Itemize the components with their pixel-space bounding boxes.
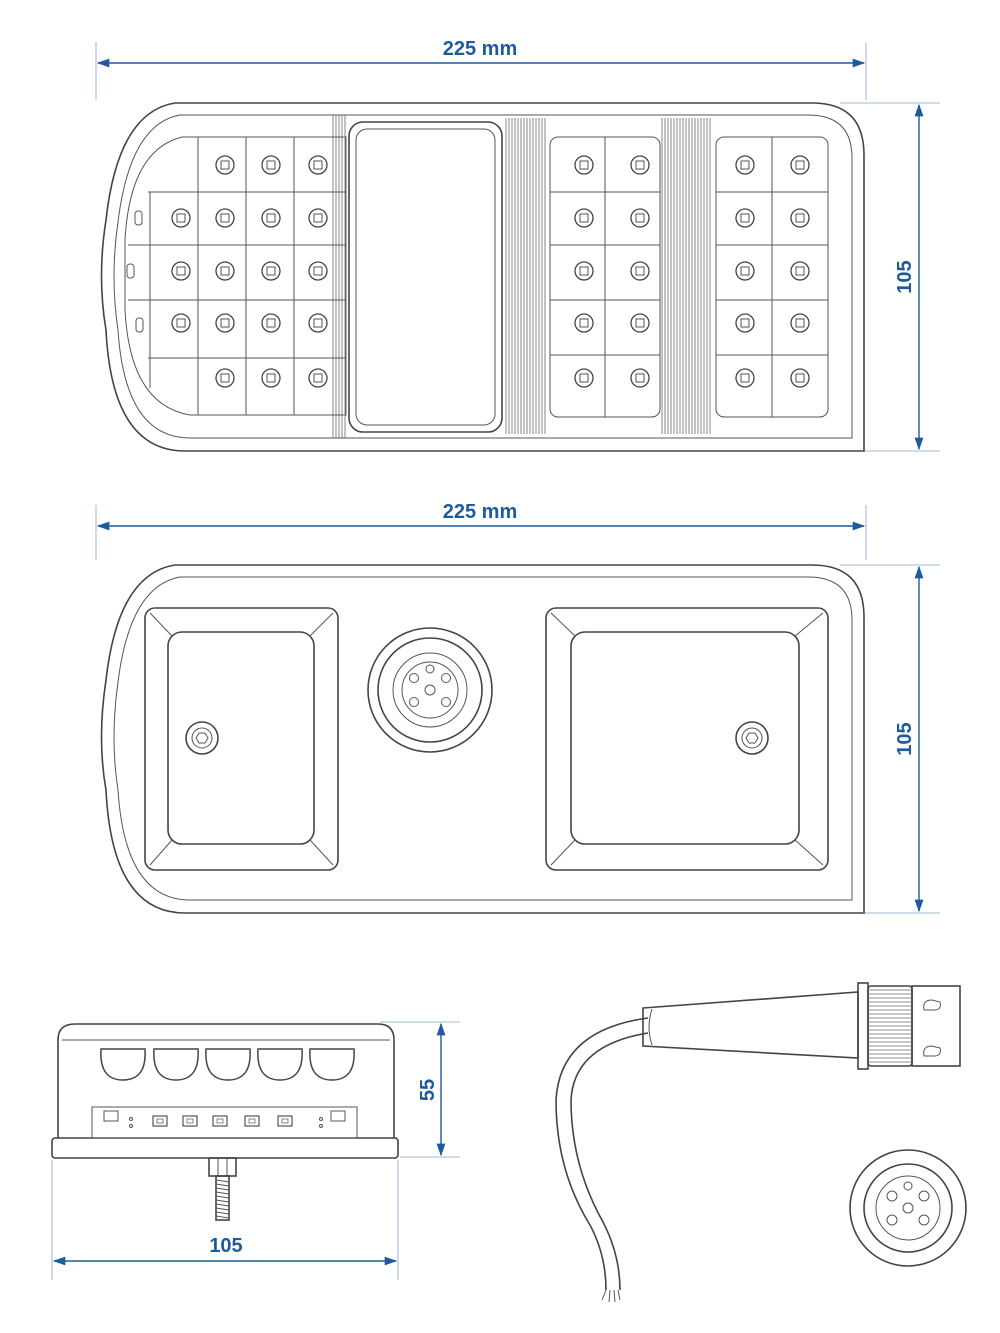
back-height-label: 105 — [894, 722, 916, 755]
left-mounting-pocket — [144, 607, 339, 871]
right-led-array — [735, 155, 810, 388]
led-lamp-icon — [790, 313, 810, 333]
cable-plug-icon — [555, 982, 961, 1303]
led-lamp-icon — [215, 155, 235, 175]
led-lamp-icon — [630, 368, 650, 388]
side-base-plate — [51, 1137, 399, 1159]
side-height-label: 55 — [417, 1079, 439, 1101]
led-lamp-icon — [630, 208, 650, 228]
back-view: 225 mm 105 — [95, 501, 940, 914]
led-lamp-icon — [790, 368, 810, 388]
led-lamp-icon — [735, 368, 755, 388]
led-lamp-icon — [215, 368, 235, 388]
led-lamp-icon — [261, 261, 281, 281]
led-lamp-icon — [171, 313, 191, 333]
led-lamp-icon — [308, 313, 328, 333]
led-lamp-icon — [261, 313, 281, 333]
front-width-label: 225 mm — [443, 38, 518, 60]
ribbed-lens-right — [661, 118, 711, 434]
led-lamp-icon — [735, 313, 755, 333]
led-lamp-icon — [308, 155, 328, 175]
led-lamp-icon — [574, 155, 594, 175]
front-housing-inner-outline — [113, 114, 853, 439]
side-cable-holes — [100, 1048, 355, 1081]
connector-socket-icon — [367, 627, 493, 753]
led-lamp-icon — [574, 208, 594, 228]
led-lamp-icon — [171, 261, 191, 281]
right-lamp-grid — [716, 137, 828, 417]
left-lamp-grid — [128, 137, 346, 415]
led-lamp-icon — [261, 368, 281, 388]
left-led-array — [171, 155, 328, 388]
led-lamp-icon — [261, 155, 281, 175]
led-lamp-icon — [735, 155, 755, 175]
side-housing-outline — [57, 1023, 395, 1138]
side-terminal-pins — [152, 1115, 293, 1127]
back-housing-outline — [100, 564, 865, 914]
led-lamp-icon — [308, 368, 328, 388]
led-lamp-icon — [215, 261, 235, 281]
ribbed-lens-left — [332, 115, 346, 438]
reversing-lamp-window — [348, 121, 503, 433]
led-lamp-icon — [630, 261, 650, 281]
led-lamp-icon — [215, 208, 235, 228]
led-lamp-icon — [790, 208, 810, 228]
led-lamp-icon — [790, 261, 810, 281]
led-lamp-icon — [261, 208, 281, 228]
led-lamp-icon — [735, 261, 755, 281]
back-housing-inner-outline — [113, 576, 853, 901]
led-lamp-icon — [308, 261, 328, 281]
reflector-slot — [135, 317, 144, 333]
led-lamp-icon — [735, 208, 755, 228]
mounting-nut-icon — [735, 721, 769, 755]
led-lamp-icon — [630, 313, 650, 333]
front-housing-outline — [100, 102, 865, 452]
socket-front-icon — [849, 1149, 967, 1267]
led-lamp-icon — [215, 313, 235, 333]
led-lamp-icon — [574, 261, 594, 281]
front-view: 225 mm 105 — [95, 38, 940, 452]
left-lamp-panel — [124, 136, 347, 416]
side-width-label: 105 — [209, 1235, 242, 1257]
mounting-nut-icon — [185, 721, 219, 755]
led-lamp-icon — [630, 155, 650, 175]
ribbed-lens-middle — [505, 118, 546, 434]
reflector-slot — [134, 210, 143, 226]
middle-lamp-grid — [550, 137, 660, 417]
led-lamp-icon — [574, 368, 594, 388]
reflector-slot — [126, 263, 135, 279]
mounting-bolt-icon — [208, 1157, 237, 1221]
middle-led-array — [574, 155, 650, 388]
front-height-label: 105 — [894, 260, 916, 293]
led-lamp-icon — [171, 208, 191, 228]
right-mounting-pocket — [545, 607, 829, 871]
back-width-label: 225 mm — [443, 501, 518, 523]
side-label-strip — [91, 1106, 358, 1139]
led-lamp-icon — [308, 208, 328, 228]
led-lamp-icon — [574, 313, 594, 333]
side-view: 55 105 — [51, 1021, 460, 1280]
reversing-lamp-window-inner — [355, 128, 496, 426]
led-lamp-icon — [790, 155, 810, 175]
